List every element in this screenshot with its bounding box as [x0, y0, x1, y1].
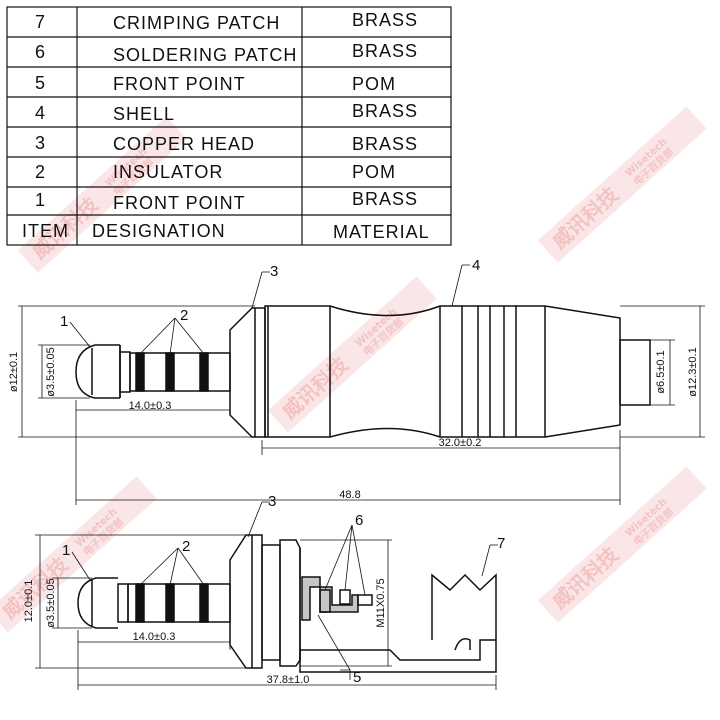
copper-head — [229, 534, 263, 669]
watermark-text: 威讯科技 — [0, 552, 74, 624]
dim-total-len: 37.8±1.0 — [267, 674, 310, 686]
bom-item: 3 — [35, 133, 46, 153]
insulator-ring — [165, 583, 175, 623]
bom-row: 2 INSULATOR POM — [35, 162, 396, 182]
dim-body-dia: ø12.3±0.1 — [687, 347, 699, 396]
bom-designation: SHELL — [113, 104, 175, 124]
bom-row: 1 FRONT POINT BRASS — [35, 189, 418, 213]
dim-total-len: 48.8 — [339, 489, 360, 501]
bom-header-material: MATERIAL — [333, 222, 430, 242]
bom-row: 4 SHELL BRASS — [35, 101, 418, 124]
plug-neck — [117, 583, 129, 623]
insulator-ring — [199, 583, 209, 623]
watermark-text: 威讯科技 — [547, 542, 623, 614]
plug-sleeve — [129, 352, 231, 392]
bottom-dimensions — [35, 501, 498, 690]
insulator-ring — [199, 352, 209, 392]
bom-header-item: ITEM — [22, 221, 69, 241]
bom-designation: SOLDERING PATCH — [113, 45, 297, 65]
insulator-ring — [165, 352, 175, 392]
dim-tip-dia: ø3.5±0.05 — [45, 347, 57, 396]
callout-6: 6 — [355, 512, 363, 529]
callout-1: 1 — [62, 542, 70, 559]
crimp-notch — [454, 638, 471, 651]
callout-3: 3 — [268, 493, 276, 510]
callout-2: 2 — [182, 538, 190, 555]
callout-7: 7 — [497, 535, 505, 552]
bom-item: 5 — [35, 73, 46, 93]
bom-row: 6 SOLDERING PATCH BRASS — [35, 41, 418, 65]
plug-neck — [119, 351, 131, 393]
watermark-text: 威讯科技 — [547, 182, 623, 254]
bom-designation: INSULATOR — [113, 162, 223, 182]
top-dim-labels: ø12±0.1 ø3.5±0.05 14.0±0.3 ø6.5±0.1 ø12.… — [8, 257, 699, 501]
bom-material: BRASS — [352, 101, 418, 121]
callout-4: 4 — [472, 257, 480, 274]
bom-item: 2 — [35, 162, 46, 182]
bom-item: 1 — [35, 190, 46, 210]
insulator-ring — [135, 583, 145, 623]
callout-3: 3 — [270, 263, 278, 280]
insulator-ring — [135, 352, 145, 392]
dim-plug-len: 14.0±0.3 — [133, 631, 176, 643]
bom-row: 7 CRIMPING PATCH BRASS — [35, 10, 418, 33]
watermark-center: 威讯科技 Wisetech 电子百货部 — [267, 276, 437, 433]
bom-material: POM — [352, 74, 396, 94]
dim-plug-len: 14.0±0.3 — [129, 400, 172, 412]
dim-overall-dia: 12.0±0.1 — [23, 580, 35, 623]
bom-material: BRASS — [352, 134, 418, 154]
dim-thread: M11X0.75 — [375, 578, 387, 627]
threaded-section — [261, 544, 281, 661]
copper-head — [229, 307, 266, 438]
bom-designation: COPPER HEAD — [113, 134, 255, 154]
bom-designation: FRONT POINT — [113, 74, 246, 94]
watermark-right-bottom: 威讯科技 Wisetech 电子百货部 — [537, 466, 707, 623]
dim-shell-len: 32.0±0.2 — [439, 437, 482, 449]
bom-material: BRASS — [352, 189, 418, 209]
bom-row: 3 COPPER HEAD BRASS — [35, 133, 418, 154]
callout-1: 1 — [60, 313, 68, 330]
collar — [279, 539, 301, 667]
cable-exit — [619, 339, 651, 406]
bom-item: 4 — [35, 103, 46, 123]
plug-tip-outline — [77, 577, 118, 629]
bom-table — [6, 6, 452, 246]
bom-material: BRASS — [352, 41, 418, 61]
solder-tab — [357, 594, 373, 606]
bom-rows: 7 CRIMPING PATCH BRASS 6 SOLDERING PATCH… — [22, 10, 430, 242]
watermark-text: 威讯科技 — [277, 352, 353, 424]
watermark-right-top: 威讯科技 Wisetech 电子百货部 — [537, 106, 707, 263]
bottom-view — [77, 534, 497, 673]
bom-designation: CRIMPING PATCH — [113, 13, 280, 33]
crimping-patch — [431, 573, 497, 640]
watermark-group: 威讯科技 Wisetech 电子百货部 威讯科技 Wisetech 电子百货部 … — [0, 106, 707, 633]
contact-strip — [299, 639, 497, 673]
top-view — [75, 305, 651, 438]
plug-tip-outline — [75, 344, 120, 399]
bom-header-row: ITEM DESIGNATION MATERIAL — [22, 221, 430, 242]
callout-2: 2 — [180, 307, 188, 324]
solder-tab — [339, 589, 351, 605]
bottom-dim-labels: 12.0±0.1 ø3.5±0.05 14.0±0.3 M11X0.75 37.… — [23, 493, 505, 686]
bom-material: POM — [352, 162, 396, 182]
shell-body — [264, 305, 621, 438]
bom-header-designation: DESIGNATION — [92, 221, 226, 241]
bom-item: 7 — [35, 12, 46, 32]
bom-designation: FRONT POINT — [113, 193, 246, 213]
bom-material: BRASS — [352, 10, 418, 30]
dim-tip-dia: ø3.5±0.05 — [45, 578, 57, 627]
callout-5: 5 — [353, 669, 361, 686]
bom-item: 6 — [35, 42, 46, 62]
top-dimensions — [18, 264, 705, 505]
dim-cable-dia: ø6.5±0.1 — [655, 350, 667, 393]
bom-row: 5 FRONT POINT POM — [35, 73, 396, 94]
dim-overall-dia: ø12±0.1 — [8, 352, 20, 392]
